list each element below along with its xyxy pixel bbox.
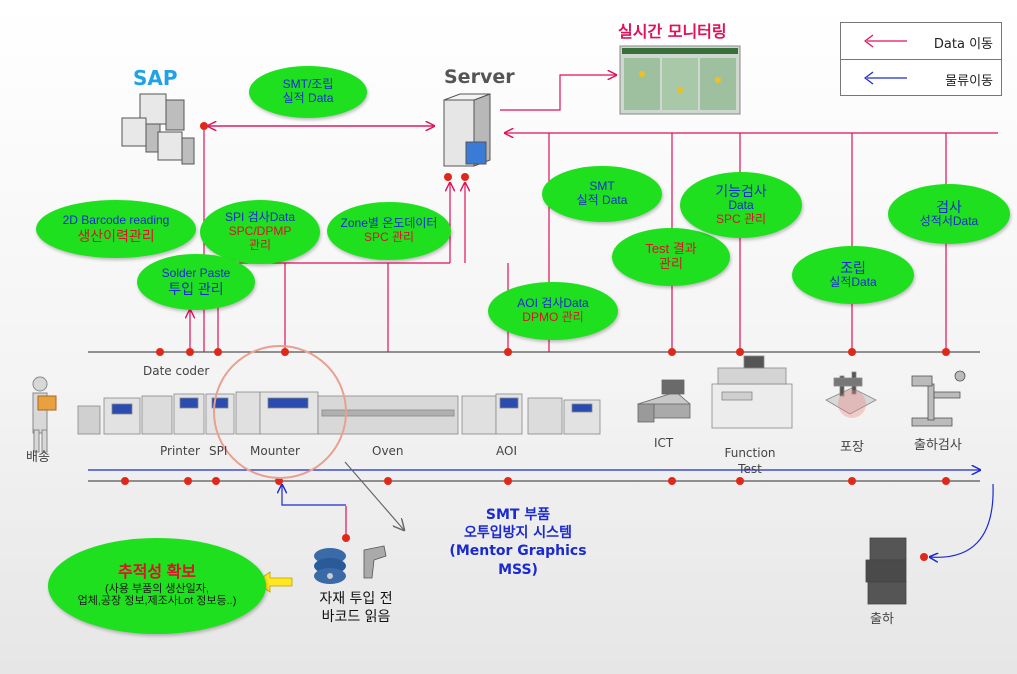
mounter-mss-arrow [344, 461, 404, 530]
bubble-barcode: 2D Barcode reading 생산이력관리 [36, 200, 196, 258]
barcode-scan-line1: 자재 투입 전 [319, 591, 393, 607]
smt-line-machines [77, 391, 601, 435]
bubble-traceability-title: 추적성 확보 [117, 564, 197, 582]
bubble-solder-line1: Solder Paste [161, 266, 231, 281]
label-ict: ICT [654, 436, 674, 450]
bubble-assembly: 조립 실적Data [792, 246, 914, 304]
legend: Data 이동 물류이동 [840, 22, 1002, 96]
server-icon [443, 93, 491, 167]
bubble-smt-assembly: SMT/조립 실적 Data [249, 66, 367, 118]
shipping-inspection-icon [911, 370, 966, 427]
bubble-inspection-line2: 성적서Data [919, 214, 979, 229]
bubble-inspection-line1: 검사 [936, 199, 962, 216]
bubble-function: 기능검사 Data SPC 관리 [680, 172, 802, 238]
server-monitor-line [500, 75, 616, 111]
label-printer: Printer [160, 444, 200, 458]
label-mounter: Mounter [250, 444, 300, 458]
worker-icon [32, 376, 57, 453]
bubble-solder-line2: 투입 관리 [168, 280, 224, 297]
bubble-smt-line1: SMT [589, 179, 615, 194]
mss-line1: SMT 부품 [485, 507, 551, 523]
barcode-scan-label: 자재 투입 전 바코드 읽음 [306, 590, 406, 626]
bubble-function-line2: Data [728, 198, 754, 213]
bubble-smt-line2: 실적 Data [576, 193, 628, 207]
legend-data-row: Data 이동 [841, 23, 1001, 59]
bubble-inspection: 검사 성적서Data [888, 184, 1010, 244]
label-spi: SPI [209, 444, 228, 458]
shipment-curve [930, 483, 994, 557]
bubble-spi: SPI 검사Data SPC/DPMP 관리 [200, 200, 320, 264]
label-date-coder: Date coder [143, 364, 210, 378]
bubble-spi-line2: SPC/DPMP [228, 224, 292, 239]
sap-server-icon [121, 93, 195, 165]
bubble-zone: Zone별 온도데이터 SPC 관리 [327, 202, 451, 260]
bubble-traceability-line2: 업체,공장 정보,제조사Lot 정보등..) [77, 595, 237, 608]
bubble-smt-assembly-line1: SMT/조립 [282, 77, 334, 92]
sap-label: SAP [133, 66, 178, 90]
legend-data-arrow [864, 34, 907, 48]
bubble-spi-line1: SPI 검사Data [224, 210, 296, 225]
barcode-scan-line2: 바코드 읽음 [321, 609, 391, 626]
mss-line2: 오투입방지 시스템 [464, 525, 572, 542]
bubble-test-line2: 관리 [659, 256, 683, 271]
mss-line3: (Mentor Graphics MSS) [449, 543, 587, 578]
bubble-solder: Solder Paste 투입 관리 [137, 254, 255, 310]
bubble-assembly-line2: 실적Data [829, 275, 877, 290]
legend-logistics-label: 물류이동 [945, 74, 993, 89]
ict-icon [637, 379, 691, 423]
reels-scanner-icon [314, 545, 387, 584]
bubble-assembly-line1: 조립 [840, 260, 866, 277]
bubble-smt-assembly-line2: 실적 Data [282, 91, 334, 105]
bubble-aoi-line1: AOI 검사Data [517, 296, 589, 311]
legend-logistics-arrow [864, 71, 907, 85]
mounter-highlight [213, 345, 347, 479]
bubble-spi-line3: 관리 [248, 237, 272, 252]
bubble-test-line1: Test 결과 [645, 241, 697, 257]
bubble-function-line3: SPC 관리 [715, 212, 767, 227]
legend-logistics-row: 물류이동 [841, 59, 1001, 96]
bubble-smt: SMT 실적 Data [542, 166, 662, 222]
bubble-traceability-line1: (사용 부품의 생산일자, [105, 582, 209, 595]
monitor-label: 실시간 모니터링 [618, 22, 727, 41]
bubble-barcode-line2: 생산이력관리 [77, 227, 155, 244]
mss-feedback-line [282, 485, 346, 506]
label-function-test: Function Test [724, 446, 776, 476]
lower-track-dots [121, 477, 950, 485]
label-delivery: 배송 [26, 450, 50, 465]
bubble-function-line1: 기능검사 [715, 183, 767, 200]
bubble-aoi: AOI 검사Data DPMO 관리 [488, 282, 618, 340]
bubble-barcode-line1: 2D Barcode reading [62, 213, 170, 228]
label-aoi: AOI [496, 444, 517, 458]
function-test-icon [711, 355, 793, 429]
bubble-test: Test 결과 관리 [612, 228, 730, 286]
mss-label: SMT 부품 오투입방지 시스템 (Mentor Graphics MSS) [428, 506, 608, 579]
label-shipping-inspection: 출하검사 [914, 438, 962, 453]
legend-data-label: Data 이동 [933, 37, 993, 52]
server-label: Server [444, 66, 515, 88]
bubble-aoi-line2: DPMO 관리 [522, 310, 584, 324]
label-shipment: 출하 [870, 612, 894, 627]
label-oven: Oven [372, 444, 404, 458]
bubble-zone-line2: SPC 관리 [363, 230, 415, 244]
bubble-traceability: 추적성 확보 (사용 부품의 생산일자, 업체,공장 정보,제조사Lot 정보등… [48, 538, 266, 634]
shipment-boxes-icon [865, 537, 907, 605]
monitor-screen [619, 45, 741, 115]
bubble-zone-line1: Zone별 온도데이터 [340, 216, 438, 231]
upper-track-dots [156, 348, 950, 356]
packing-icon [825, 371, 877, 418]
label-packing: 포장 [840, 440, 864, 455]
